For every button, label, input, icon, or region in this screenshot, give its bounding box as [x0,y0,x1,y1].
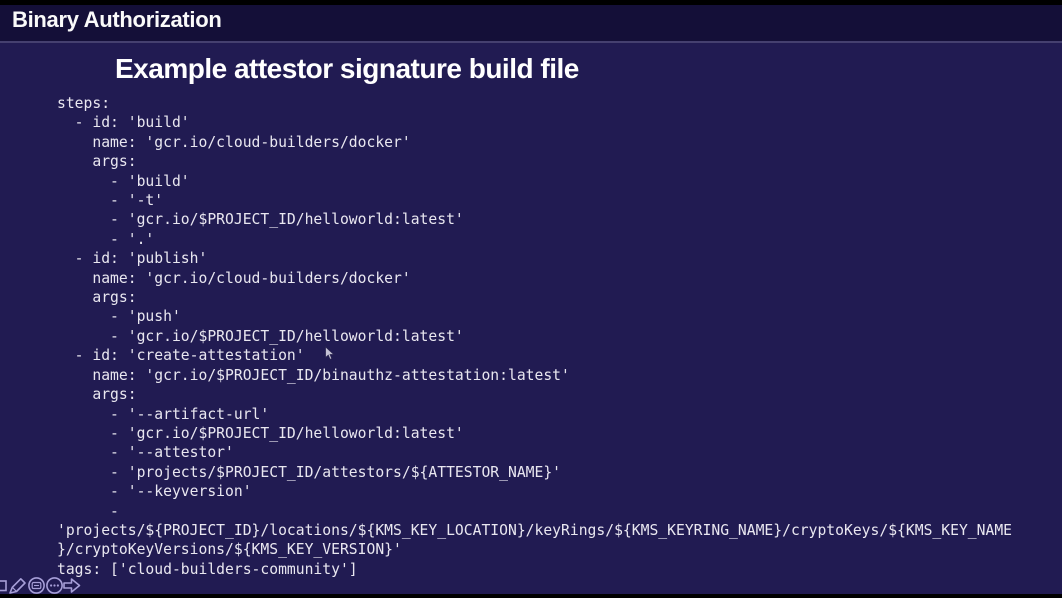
ellipsis-icon[interactable] [46,577,63,594]
mouse-cursor-icon [325,346,335,360]
slide-header: Binary Authorization [0,5,1062,41]
pencil-icon[interactable] [9,578,26,594]
annotation-toolbar [0,575,92,595]
page-title: Binary Authorization [12,7,222,32]
header-divider [0,41,1062,43]
arrow-right-icon[interactable] [63,578,81,593]
bottom-letterbox-bar [0,594,1062,598]
top-letterbox-bar [0,0,1062,5]
code-block: steps: - id: 'build' name: 'gcr.io/cloud… [57,95,1013,578]
keyboard-icon[interactable] [28,577,45,594]
slide-heading: Example attestor signature build file [115,53,579,84]
square-icon[interactable] [0,580,7,592]
